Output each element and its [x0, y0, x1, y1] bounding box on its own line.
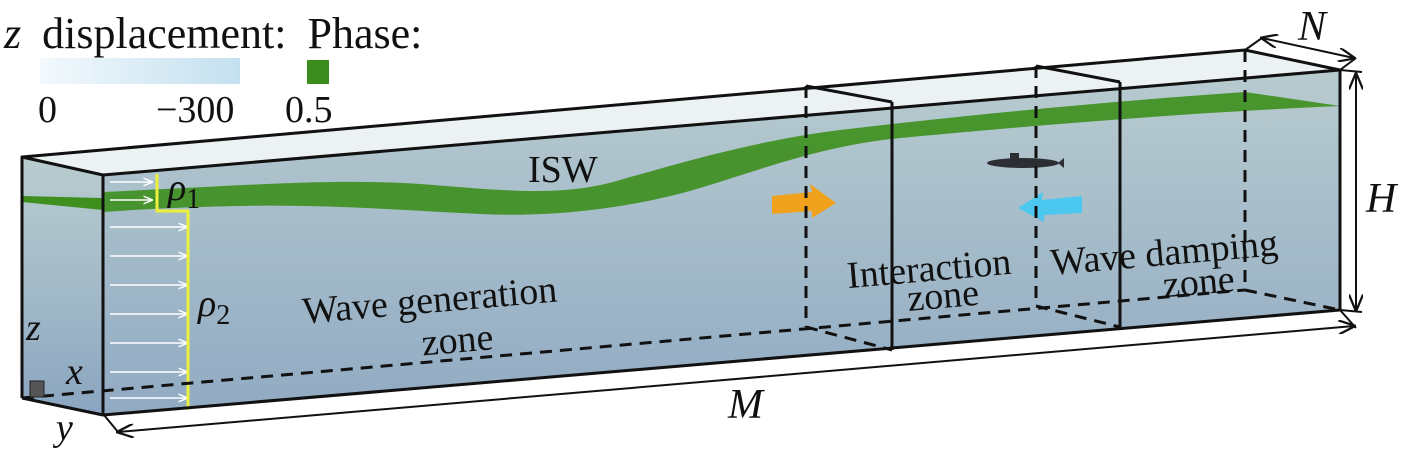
axis-y-label: y — [52, 407, 73, 449]
width-label-n: N — [1297, 4, 1328, 50]
height-label-h: H — [1365, 176, 1399, 222]
interface-left-end — [22, 196, 103, 210]
svg-text:zone: zone — [420, 316, 495, 364]
displacement-max-label: −300 — [156, 89, 234, 131]
length-label-m: M — [727, 382, 765, 428]
damping-wave-arrow — [1018, 192, 1082, 222]
origin-marker — [29, 380, 45, 398]
zone-dividers — [805, 64, 1122, 350]
phase-swatch — [307, 60, 329, 84]
submarine-icon — [987, 153, 1064, 168]
axis-z-label: z — [25, 307, 41, 349]
displacement-min-label: 0 — [38, 89, 57, 131]
svg-text:zone: zone — [905, 272, 980, 320]
dimension-arrows — [103, 38, 1362, 432]
incoming-wave-arrow — [772, 184, 836, 218]
density-profile-line — [155, 174, 190, 410]
rho1-label: ρ1 — [167, 167, 200, 215]
displacement-variable: z — [3, 9, 21, 58]
phase-label: Phase: — [308, 9, 423, 58]
svg-text:zone: zone — [1161, 258, 1236, 306]
isw-interface-surface — [103, 92, 1340, 215]
phase-value-label: 0.5 — [285, 89, 333, 131]
axis-x-label: x — [65, 351, 83, 393]
svg-text:z displacement: Ph: z displacement: Phase: — [3, 9, 422, 58]
legend: z displacement: Phase: 0 −300 0.5 — [3, 9, 422, 131]
tank-top-face — [22, 50, 1340, 175]
displacement-label: displacement: — [42, 9, 286, 58]
tank-left-face — [22, 157, 103, 415]
displacement-colorbar — [40, 58, 240, 84]
isw-label: ISW — [528, 149, 598, 191]
